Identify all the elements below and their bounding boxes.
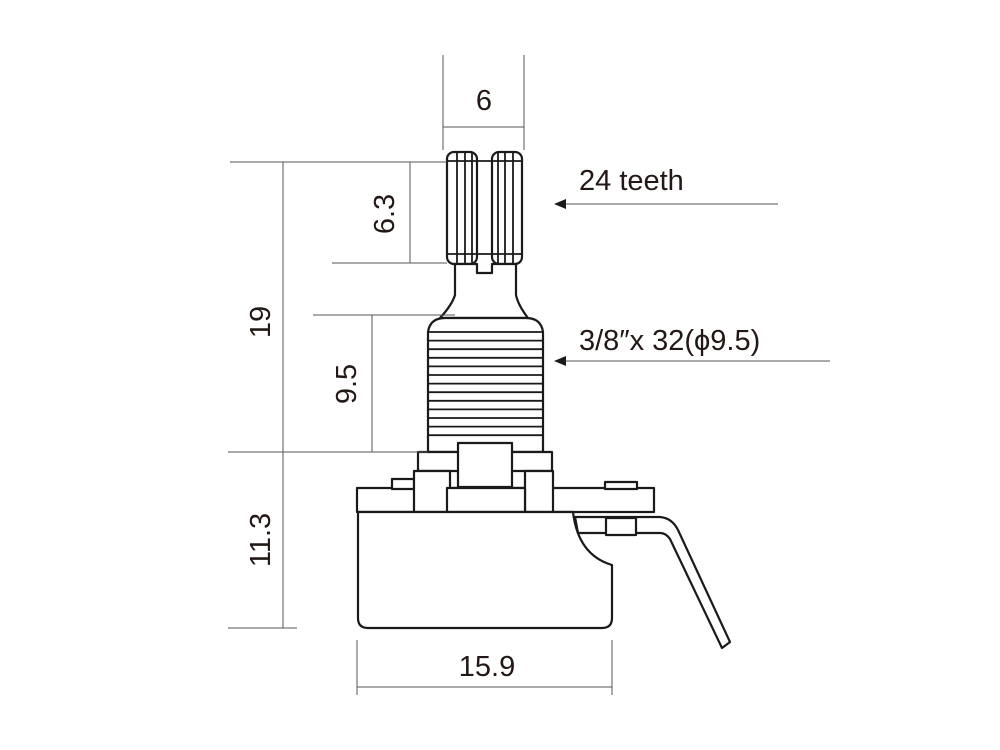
knurled-shaft: [445, 150, 524, 266]
arrow-icon: [554, 356, 566, 366]
callout-teeth-label: 24 teeth: [579, 165, 684, 197]
potentiometer-drawing: [355, 150, 732, 650]
dim-label-bushing-length: 9.5: [331, 364, 363, 404]
threaded-bushing: [426, 316, 545, 454]
dim-label-body-height: 11.3: [245, 513, 277, 567]
solder-terminal: [573, 515, 732, 650]
shaft-neck: [438, 262, 530, 320]
dim-label-body-width: 15.9: [459, 651, 515, 683]
callout-thread: 3/8″x 32(ϕ9.5): [554, 325, 830, 366]
callout-teeth: 24 teeth: [554, 165, 778, 209]
arrow-icon: [554, 199, 566, 209]
dim-label-knurl-length: 6.3: [369, 194, 401, 234]
dimension-knurl-length: 6.3: [230, 161, 447, 264]
dim-label-shaft-width: 6: [476, 85, 492, 117]
mounting-flange: [355, 441, 656, 514]
dimension-body-height: 11.3: [228, 451, 418, 629]
callout-thread-label: 3/8″x 32(ϕ9.5): [579, 325, 760, 357]
dimension-body-width: 15.9: [356, 640, 613, 695]
dimension-shaft-total: 19: [245, 162, 284, 452]
potentiometer-case: [356, 510, 614, 630]
dimension-shaft-width: 6: [442, 55, 525, 150]
dim-label-shaft-total: 19: [245, 306, 277, 338]
